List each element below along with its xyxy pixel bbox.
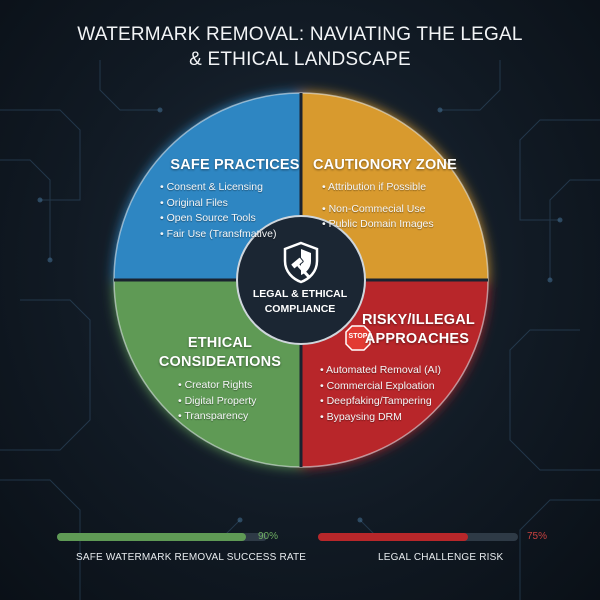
stop-sign-icon bbox=[345, 325, 371, 351]
center-label: LEGAL & ETHICAL COMPLIANCE bbox=[235, 287, 365, 317]
center-line-2: COMPLIANCE bbox=[264, 303, 336, 315]
ethical-heading-line-1: ETHICAL bbox=[187, 335, 253, 351]
success-rate-fill bbox=[57, 533, 246, 541]
safe-practices-heading: SAFE PRACTICES bbox=[170, 157, 300, 173]
center-line-1: LEGAL & ETHICAL bbox=[252, 288, 348, 300]
list-item: Consent & Licensing bbox=[160, 180, 276, 196]
stop-sign-label: STOP bbox=[348, 333, 368, 340]
title-line-1: WATERMARK REMOVAL: NAVIATING THE LEGAL bbox=[77, 24, 523, 45]
cautionary-zone-heading: CAUTIONORY ZONE bbox=[313, 157, 457, 173]
risky-illegal-list: Automated Removal (AI) Commercial Exploa… bbox=[320, 363, 441, 425]
safe-practices-list: Consent & Licensing Original Files Open … bbox=[160, 180, 277, 243]
page-title: WATERMARK REMOVAL: NAVIATING THE LEGAL &… bbox=[0, 22, 600, 72]
list-item: Creator Rights bbox=[178, 378, 256, 394]
risky-heading-line-1: RISKY/ILLEGAL bbox=[362, 312, 475, 328]
legal-risk-label: LEGAL CHALLENGE RISK bbox=[378, 552, 504, 563]
list-item: Attribution if Possible bbox=[322, 180, 434, 196]
cautionary-zone-list: Attribution if Possible Non-Commecial Us… bbox=[322, 180, 434, 233]
list-item: Transparency bbox=[178, 409, 256, 425]
ethical-considerations-list: Creator Rights Digital Property Transpar… bbox=[178, 378, 256, 425]
success-rate-bar bbox=[57, 533, 267, 541]
list-item: Original Files bbox=[160, 196, 276, 212]
risky-heading-line-2: APPROACHES bbox=[364, 331, 470, 347]
list-item: Commercial Exploation bbox=[320, 379, 441, 395]
list-item: Open Source Tools bbox=[160, 211, 276, 227]
success-rate-value: 90% bbox=[258, 531, 279, 542]
shield-gavel-icon bbox=[283, 241, 319, 284]
legal-risk-value: 75% bbox=[527, 531, 548, 542]
list-item: Bypaysing DRM bbox=[320, 410, 441, 426]
center-hub bbox=[236, 215, 366, 345]
legal-risk-fill bbox=[318, 533, 468, 541]
legal-risk-bar bbox=[318, 533, 518, 541]
risky-illegal-heading: RISKY/ILLEGAL APPROACHES bbox=[362, 311, 475, 349]
ethical-heading-line-2: CONSIDEATIONS bbox=[158, 354, 282, 370]
list-item: Digital Property bbox=[178, 394, 257, 410]
ethical-considerations-heading: ETHICAL CONSIDEATIONS bbox=[150, 334, 290, 372]
success-rate-label: SAFE WATERMARK REMOVAL SUCCESS RATE bbox=[76, 552, 307, 563]
list-item: Public Domain Images bbox=[322, 217, 434, 233]
list-item: Deepfaking/Tampering bbox=[320, 394, 441, 410]
list-item: Automated Removal (AI) bbox=[320, 363, 441, 379]
title-line-2: & ETHICAL LANDSCAPE bbox=[189, 49, 411, 70]
list-item: Non-Commecial Use bbox=[322, 202, 434, 218]
list-item: Fair Use (Transfmative) bbox=[160, 227, 277, 243]
